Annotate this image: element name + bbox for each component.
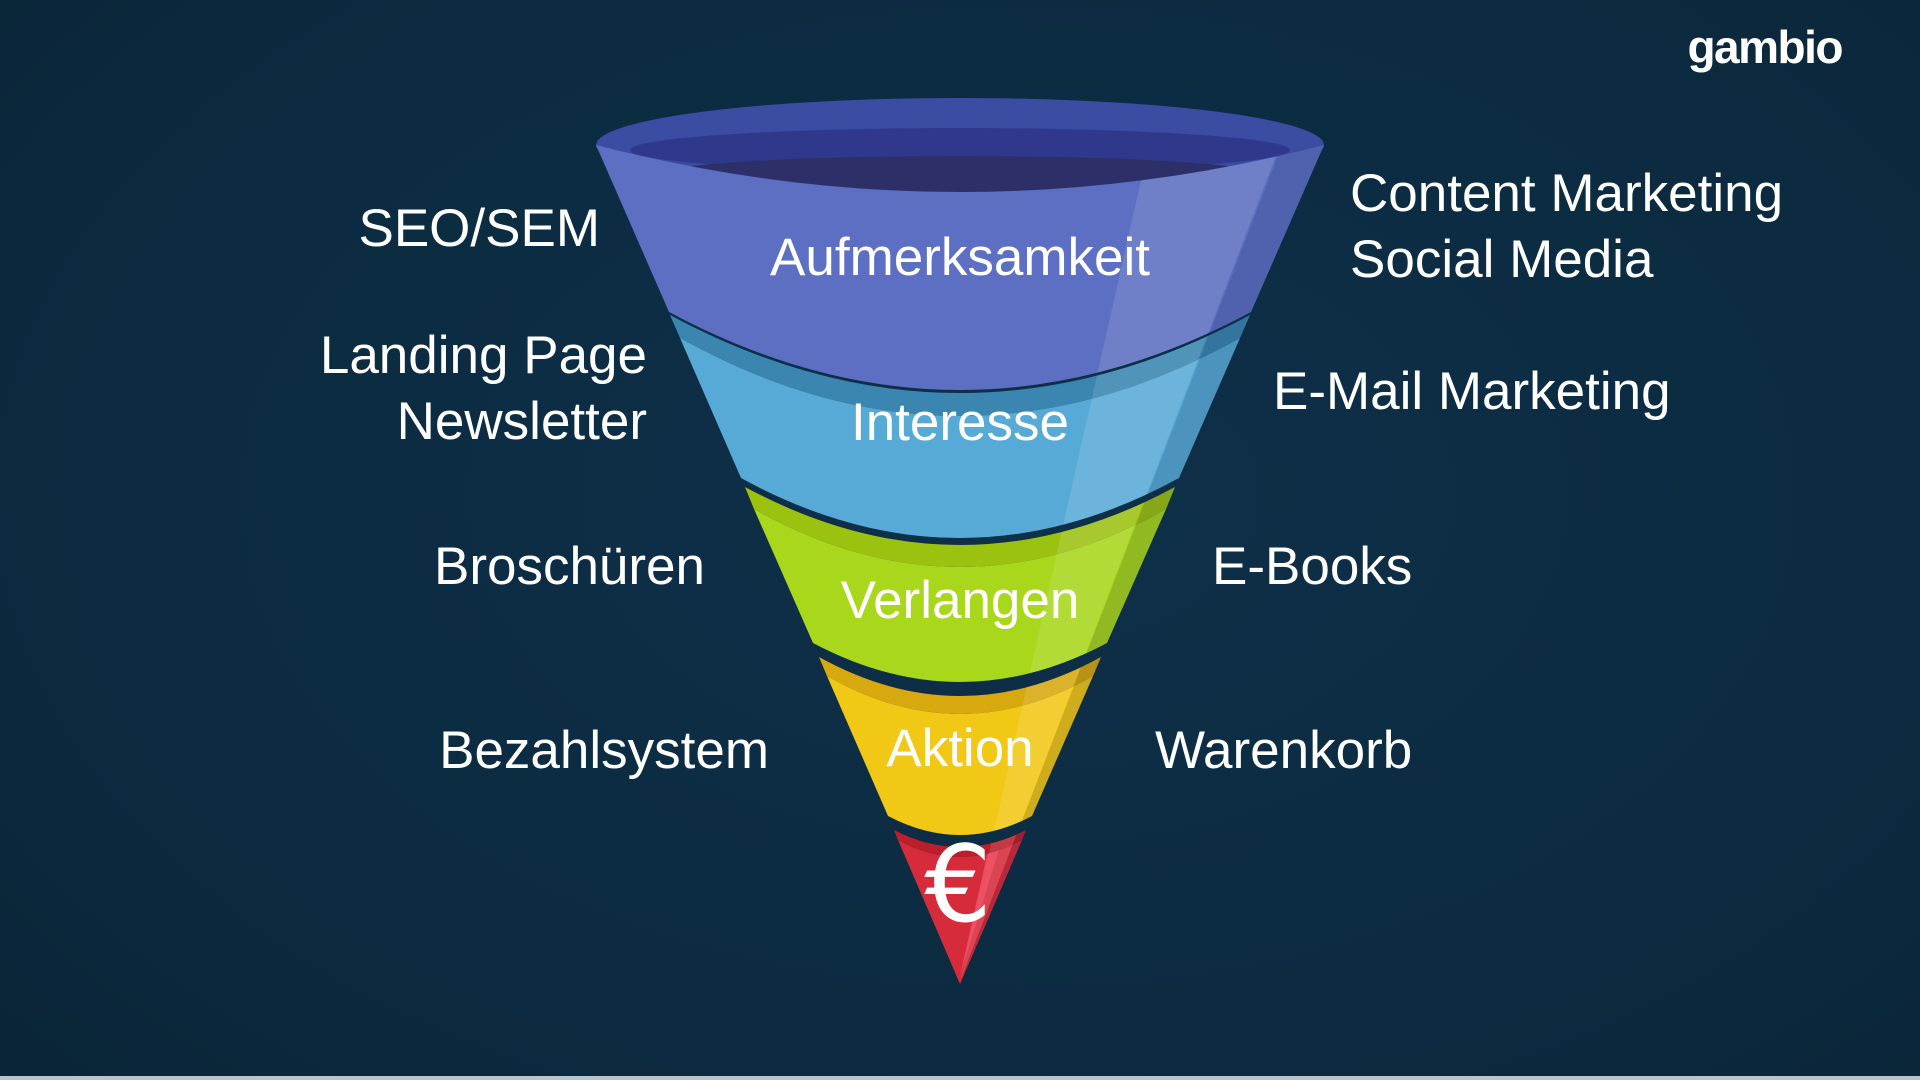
stage4-body [827, 676, 1093, 835]
stage1-right-label: Content Marketing Social Media [1350, 161, 1783, 293]
bottom-edge-strip [0, 1076, 1920, 1080]
euro-symbol: € [924, 823, 991, 946]
stage2-label: Interesse [851, 393, 1069, 452]
stage4-left-line1: Bezahlsystem [439, 721, 769, 780]
stage3-right-label: E-Books [1212, 534, 1412, 600]
stage4-right-line1: Warenkorb [1155, 721, 1413, 780]
stage1-right-line1: Content Marketing [1350, 164, 1784, 223]
stage2-rim [670, 315, 1250, 416]
funnel-highlight-wedge [960, 145, 1280, 982]
stage3-left-line1: Broschüren [433, 537, 705, 596]
tip-rim [894, 830, 1026, 857]
stage2-left-label: Landing Page Newsletter [320, 323, 647, 455]
stage1-label: Aufmerksamkeit [770, 228, 1150, 287]
tip-body [898, 840, 1022, 984]
stage1-rim-inner-ellipse [662, 156, 1258, 192]
stage3-rim [745, 487, 1175, 567]
stage4-label: Aktion [886, 719, 1033, 778]
gambio-logo: gambio [1687, 21, 1843, 73]
stage3-body [754, 509, 1166, 682]
stage3-right-line1: E-Books [1212, 537, 1413, 596]
stage2-left-line1: Landing Page [319, 326, 647, 385]
stage1-body [596, 145, 1324, 390]
stage2-right-label: E-Mail Marketing [1273, 359, 1671, 425]
stage1-left-label: SEO/SEM [358, 196, 600, 262]
stage4-left-label: Bezahlsystem [439, 718, 769, 784]
tip-highlight-streak [960, 840, 1004, 976]
stage1-left-line1: SEO/SEM [358, 199, 600, 258]
stage3-label: Verlangen [841, 571, 1080, 630]
stage2-body [680, 338, 1240, 538]
stage4-rim [819, 657, 1101, 714]
stage2-left-line2: Newsletter [396, 392, 647, 451]
stage4-right-label: Warenkorb [1155, 718, 1412, 784]
stage1-right-line2: Social Media [1350, 230, 1654, 289]
stage2-right-line1: E-Mail Marketing [1273, 362, 1671, 421]
stage3-left-label: Broschüren [434, 534, 705, 600]
